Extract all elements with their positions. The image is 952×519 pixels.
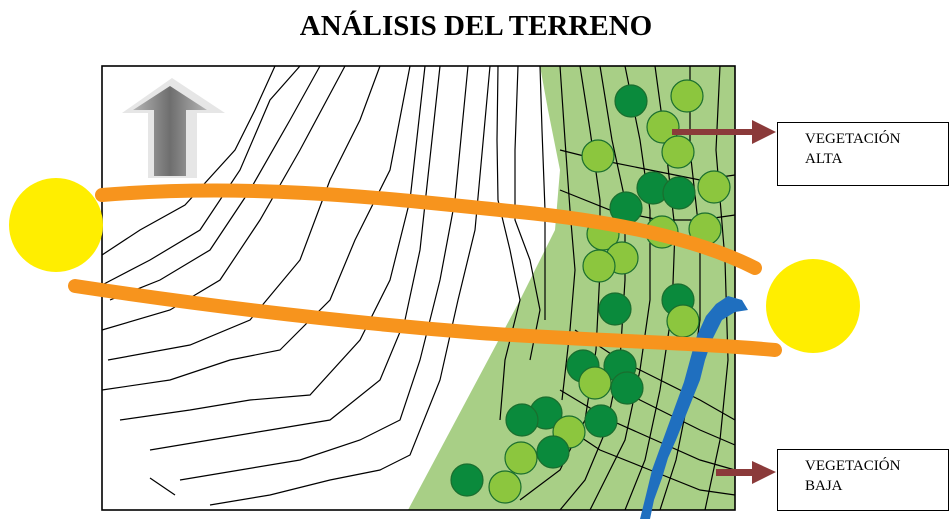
pointer-arrow-low bbox=[716, 461, 776, 484]
tree-dark bbox=[536, 435, 570, 469]
tree-dark bbox=[505, 403, 539, 437]
label-high-line1: VEGETACIÓN bbox=[805, 131, 901, 147]
tree-light bbox=[578, 366, 612, 400]
sun-paths bbox=[68, 183, 782, 357]
tree-light bbox=[488, 470, 522, 504]
sun-path-lower bbox=[68, 279, 782, 357]
sun-icon-east bbox=[9, 178, 103, 272]
trees bbox=[450, 79, 731, 504]
label-high-line2: ALTA bbox=[805, 151, 843, 167]
pointer-arrow-high bbox=[672, 120, 776, 144]
label-low-vegetation: VEGETACIÓN BAJA bbox=[777, 449, 949, 511]
tree-dark bbox=[584, 404, 618, 438]
label-high-vegetation: VEGETACIÓN ALTA bbox=[777, 122, 949, 186]
tree-light bbox=[661, 135, 695, 169]
river bbox=[640, 296, 748, 519]
tree-dark bbox=[614, 84, 648, 118]
tree-light bbox=[581, 139, 615, 173]
tree-light bbox=[697, 170, 731, 204]
sun-path-upper bbox=[95, 183, 762, 275]
label-low-line2: BAJA bbox=[805, 478, 843, 494]
tree-light bbox=[670, 79, 704, 113]
diagram-title: ANÁLISIS DEL TERRENO bbox=[299, 10, 653, 42]
label-low-line1: VEGETACIÓN bbox=[805, 458, 901, 474]
tree-light bbox=[666, 304, 700, 338]
tree-dark bbox=[450, 463, 484, 497]
tree-dark bbox=[598, 292, 632, 326]
tree-light bbox=[582, 249, 616, 283]
sun-icon-west bbox=[766, 259, 860, 353]
contour-lines bbox=[101, 65, 736, 511]
tree-light bbox=[646, 110, 680, 144]
north-arrow-icon bbox=[122, 78, 225, 178]
tree-dark bbox=[610, 371, 644, 405]
tree-dark bbox=[662, 176, 696, 210]
tree-light bbox=[504, 441, 538, 475]
